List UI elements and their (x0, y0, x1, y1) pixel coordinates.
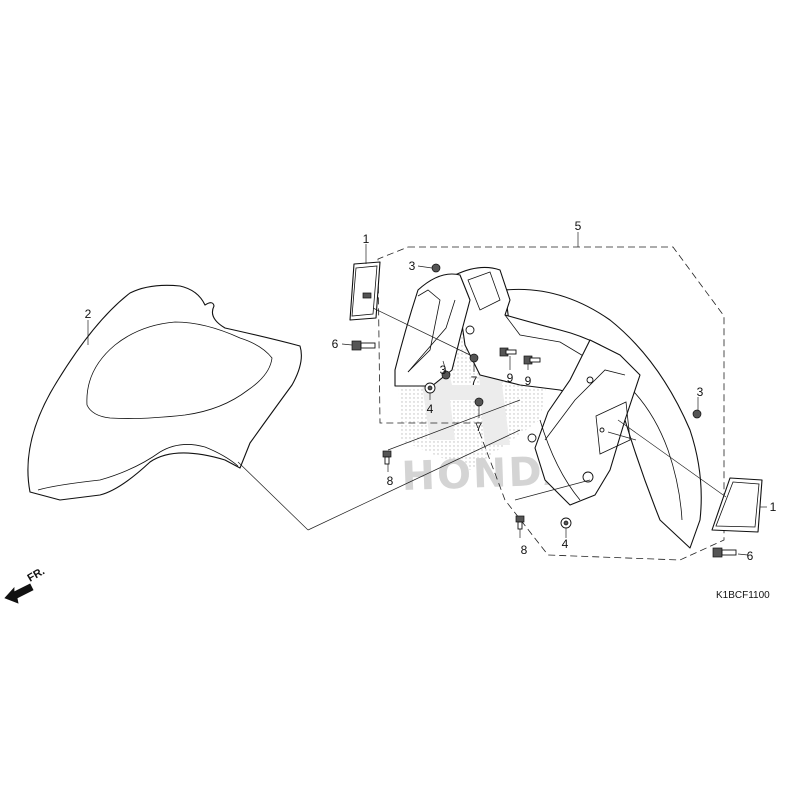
callout-6-right: 6 (747, 549, 754, 563)
callout-4-right: 4 (562, 537, 569, 551)
diagram-code: K1BCF1100 (716, 590, 770, 601)
callout-8-left: 8 (387, 474, 394, 488)
front-arrow-icon (4, 583, 34, 604)
front-label: FR. (26, 565, 47, 584)
screw-8-left (382, 450, 392, 465)
callout-3-top: 3 (409, 259, 416, 273)
leader-lines (87, 232, 767, 556)
nut-3-top (431, 263, 441, 273)
reflector-right-part (711, 477, 763, 533)
hardware-items (351, 263, 737, 558)
callout-8-right: 8 (521, 543, 528, 557)
front-fender-part (27, 284, 302, 501)
callout-2: 2 (85, 307, 92, 321)
callout-1-right: 1 (770, 500, 777, 514)
callout-9-right: 9 (525, 374, 532, 388)
callout-6-left: 6 (332, 337, 339, 351)
callout-7-upper: 7 (471, 374, 478, 388)
assembly-boundary-5 (377, 246, 725, 561)
clip-7-lower (474, 397, 484, 407)
bolt-6-right (712, 547, 737, 558)
callout-1-left: 1 (363, 232, 370, 246)
callout-4-left: 4 (427, 402, 434, 416)
callout-5: 5 (575, 219, 582, 233)
reflector-left-part (349, 261, 381, 321)
inner-fender-part (394, 266, 702, 549)
clip-7-upper (469, 353, 479, 363)
callout-7-lower: 7 (476, 420, 483, 434)
washer-4-left (424, 382, 436, 394)
bolt-9-left (499, 347, 517, 357)
callout-9-left: 9 (507, 371, 514, 385)
callout-labels: 1 1 2 3 3 3 4 4 5 6 6 7 7 8 8 9 9 (85, 219, 777, 563)
callout-3-right: 3 (697, 385, 704, 399)
callout-3-mid: 3 (440, 363, 447, 377)
nut-3-right (692, 409, 702, 419)
front-direction-marker: FR. (4, 565, 47, 604)
bolt-6-left (351, 340, 376, 351)
washer-4-right (560, 517, 572, 529)
